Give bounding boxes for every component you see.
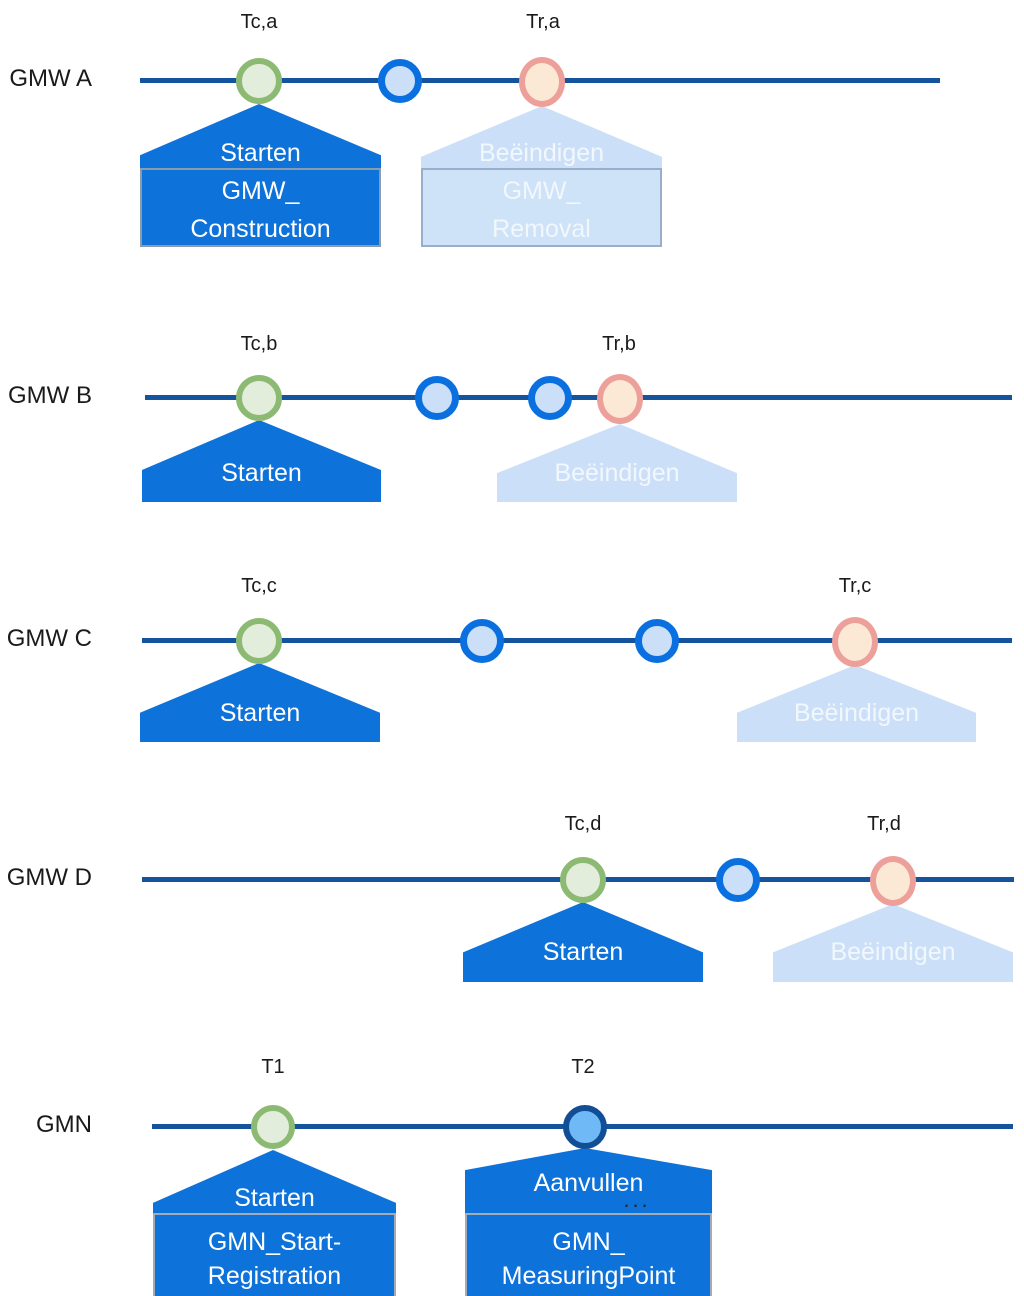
callout-starten-gmw-d: Starten <box>463 902 703 982</box>
box-gmw-removal: GMW_ Removal <box>421 168 662 247</box>
event-marker-gmw-c-2 <box>635 619 679 663</box>
time-label-tc-c: Tc,c <box>241 575 277 597</box>
time-label-tc-b: Tc,b <box>240 333 278 355</box>
time-label-t1: T1 <box>261 1056 285 1078</box>
callout-beeindigen-gmw-b: Beëindigen <box>497 424 737 502</box>
callout-title: Starten <box>219 699 301 727</box>
callout-title: Starten <box>542 938 624 966</box>
callout-title: Beëindigen <box>478 139 605 167</box>
removal-marker-gmw-d <box>870 856 916 906</box>
time-label-tr-b: Tr,b <box>602 333 636 355</box>
event-marker-gmw-d-1 <box>716 858 760 902</box>
start-marker-gmw-c <box>236 618 282 664</box>
event-marker-gmw-b-1 <box>415 376 459 420</box>
time-label-tc-a: Tc,a <box>240 11 278 33</box>
box-line: GMN_Start- <box>207 1228 342 1256</box>
callout-title: Starten <box>221 459 302 487</box>
removal-marker-gmw-c <box>832 617 878 667</box>
box-line: Registration <box>207 1262 342 1290</box>
start-marker-gmn <box>251 1105 295 1149</box>
callout-title: Aanvullen <box>533 1169 644 1197</box>
row-label-gmn: GMN <box>36 1111 92 1138</box>
timeline-gmw-c <box>142 638 1012 643</box>
callout-title: Beëindigen <box>554 459 680 487</box>
time-label-tr-d: Tr,d <box>867 813 901 835</box>
start-marker-gmw-d <box>560 857 606 903</box>
box-line: MeasuringPoint <box>501 1262 676 1290</box>
box-gmw-construction: GMW_ Construction <box>140 168 381 247</box>
time-label-tr-c: Tr,c <box>838 575 872 597</box>
row-label-gmw-a: GMW A <box>9 65 92 92</box>
row-label-gmw-d: GMW D <box>6 864 92 891</box>
row-label-gmw-c: GMW C <box>6 625 92 652</box>
callout-starten-gmn: Starten <box>153 1150 396 1213</box>
callout-aanvullen-gmn: Aanvullen ... <box>465 1148 712 1213</box>
start-marker-gmw-a <box>236 58 282 104</box>
callout-starten-gmw-a: Starten <box>140 104 381 168</box>
callout-beeindigen-gmw-a: Beëindigen <box>421 106 662 168</box>
box-line: GMW_ <box>502 177 581 205</box>
callout-title: Starten <box>220 139 301 167</box>
removal-marker-gmw-a <box>519 57 565 107</box>
callout-beeindigen-gmw-d: Beëindigen <box>773 904 1013 982</box>
callout-beeindigen-gmw-c: Beëindigen <box>737 665 976 742</box>
timeline-gmw-b <box>145 395 1012 400</box>
callout-title: Beëindigen <box>793 699 920 727</box>
box-line: Construction <box>190 215 331 243</box>
box-line: GMN_ <box>552 1228 625 1256</box>
box-line: Removal <box>492 215 591 243</box>
callout-starten-gmw-b: Starten <box>142 420 381 502</box>
callout-title: Starten <box>234 1184 315 1212</box>
start-marker-gmw-b <box>236 375 282 421</box>
event-marker-gmw-c-1 <box>460 619 504 663</box>
time-label-tc-d: Tc,d <box>564 813 602 835</box>
event-marker-gmw-b-2 <box>528 376 572 420</box>
callout-title: Beëindigen <box>830 938 956 966</box>
box-gmn-start-registration: GMN_Start- Registration <box>153 1213 396 1296</box>
box-line: GMW_ <box>221 177 300 205</box>
ellipsis-label: ... <box>623 1187 651 1212</box>
event-marker-gmw-a-1 <box>378 59 422 103</box>
box-gmn-measuringpoint: GMN_ MeasuringPoint <box>465 1213 712 1296</box>
t2-marker-gmn <box>563 1105 607 1149</box>
time-label-t2: T2 <box>571 1056 595 1078</box>
row-label-gmw-b: GMW B <box>8 382 92 409</box>
callout-starten-gmw-c: Starten <box>140 663 380 742</box>
time-label-tr-a: Tr,a <box>526 11 560 33</box>
removal-marker-gmw-b <box>597 374 643 424</box>
